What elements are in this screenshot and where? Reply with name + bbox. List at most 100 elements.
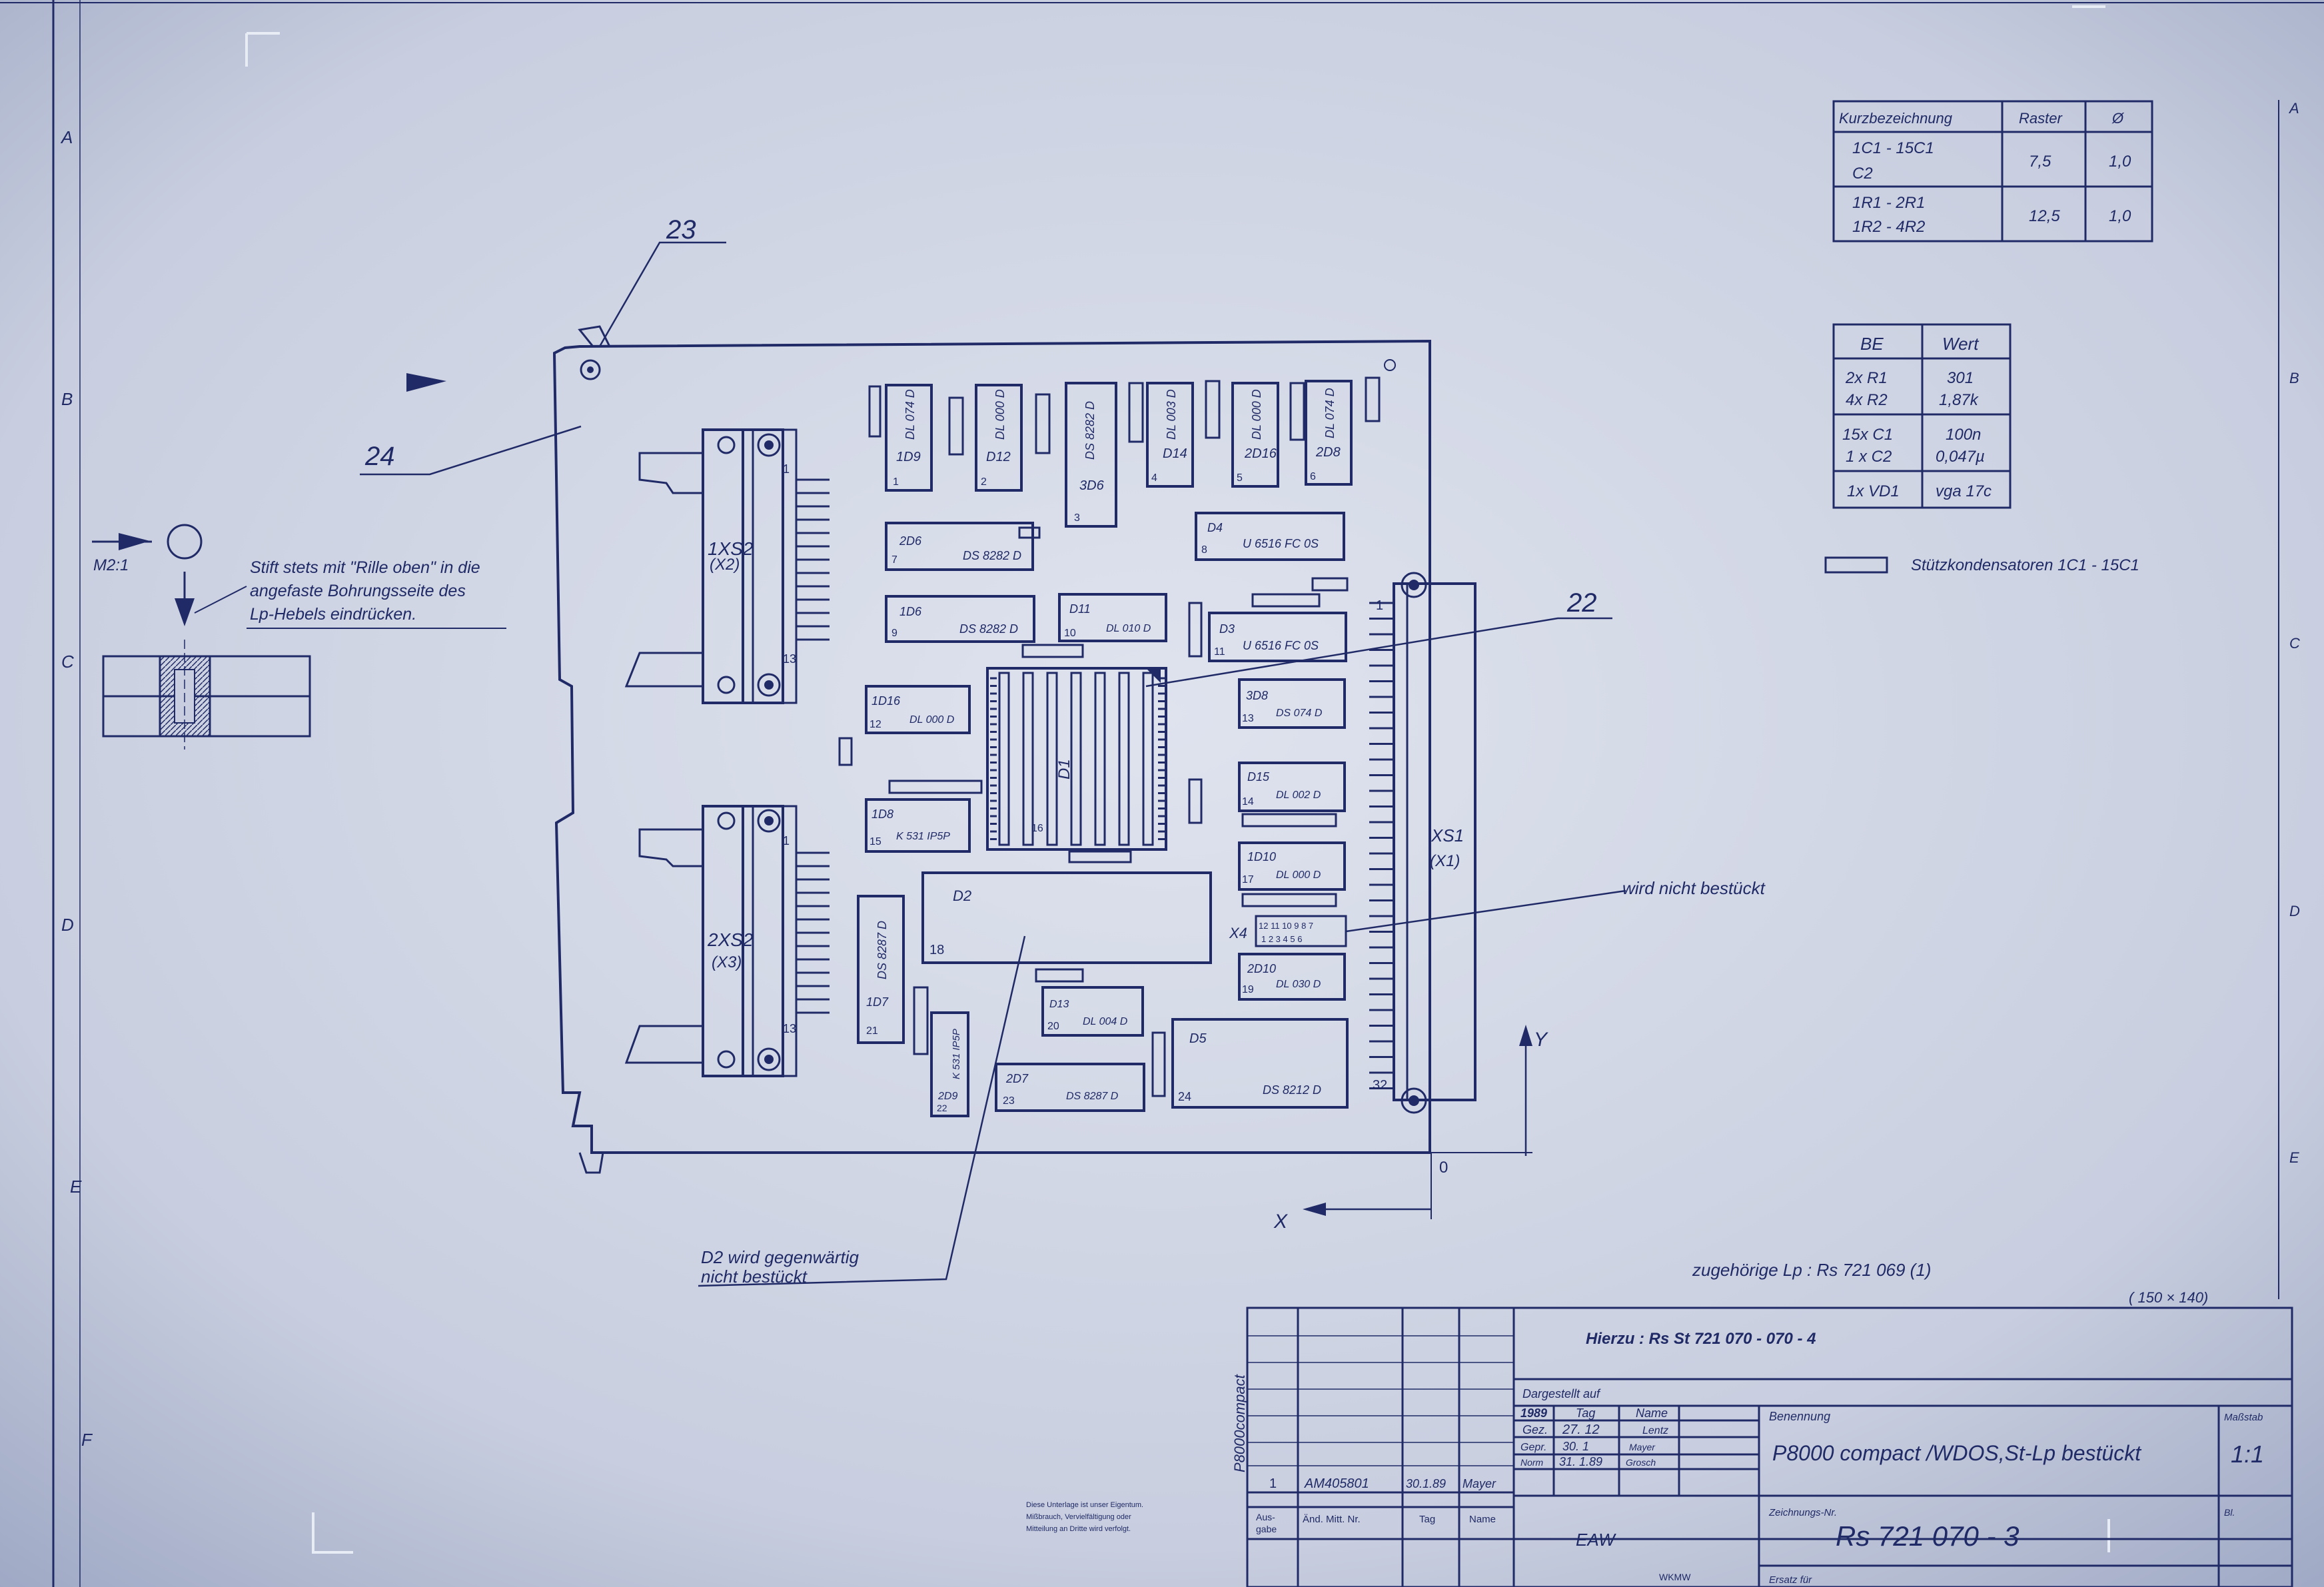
svg-text:24: 24	[364, 442, 395, 471]
svg-text:DL 000 D: DL 000 D	[909, 714, 955, 726]
svg-text:2D7: 2D7	[1005, 1072, 1029, 1085]
svg-text:D15: D15	[1247, 770, 1270, 784]
chip-3d6: DS 8282 D 3D6 3	[1065, 382, 1117, 528]
svg-text:DL 003 D: DL 003 D	[1165, 389, 1178, 440]
svg-text:13: 13	[783, 1022, 796, 1035]
svg-text:1D9: 1D9	[896, 450, 921, 464]
chip-2d10: 2D10 DL 030 D 19	[1238, 953, 1346, 1001]
svg-text:0: 0	[1439, 1159, 1448, 1177]
chip-d4: D4 U 6516 FC 0S 8	[1195, 512, 1345, 561]
chip-d12: DL 000 D D12 2	[975, 384, 1023, 492]
board-size: ( 150 × 140)	[2129, 1289, 2208, 1306]
passive-components	[838, 376, 1888, 1097]
svg-text:Name: Name	[1469, 1514, 1496, 1525]
svg-text:Norm: Norm	[1520, 1457, 1544, 1468]
svg-text:Y: Y	[1534, 1029, 1548, 1051]
svg-text:D12: D12	[986, 450, 1011, 464]
row-letters-left: A B C D E F	[60, 127, 93, 1450]
chip-1d8: 1D8 K 531 IP5P 15	[865, 798, 971, 853]
svg-text:22: 22	[1566, 588, 1597, 618]
svg-text:Ø: Ø	[2111, 110, 2125, 127]
svg-text:DS 074 D: DS 074 D	[1276, 708, 1323, 719]
svg-text:1D6: 1D6	[899, 605, 922, 618]
chip-d1: D1 16	[986, 667, 1167, 851]
xs1-pin-comb	[1369, 602, 1394, 1089]
chip-d2: D2 18	[921, 871, 1212, 964]
svg-text:31. 1.89: 31. 1.89	[1559, 1455, 1602, 1468]
svg-text:1XS2: 1XS2	[708, 538, 754, 559]
svg-text:AM405801: AM405801	[1304, 1476, 1369, 1491]
svg-text:DL 074 D: DL 074 D	[903, 389, 917, 440]
svg-text:11: 11	[1214, 646, 1225, 658]
svg-text:Mayer: Mayer	[1629, 1442, 1656, 1452]
svg-text:6: 6	[1310, 471, 1316, 482]
svg-text:1: 1	[1269, 1476, 1277, 1491]
svg-text:Maßstab: Maßstab	[2224, 1412, 2263, 1423]
svg-text:K 531 IP5P: K 531 IP5P	[896, 831, 950, 842]
svg-text:32: 32	[1373, 1078, 1387, 1093]
connector-1xs2: 1 13 1XS2 (X2)	[624, 428, 830, 704]
svg-text:D13: D13	[1049, 999, 1069, 1010]
reference-callouts: 23 24 22	[360, 215, 1612, 688]
svg-text:19: 19	[1242, 984, 1254, 995]
chip-3d8: 3D8 DS 074 D 13	[1238, 678, 1346, 729]
svg-text:Gez.: Gez.	[1522, 1423, 1548, 1436]
svg-text:100n: 100n	[1946, 426, 1981, 444]
svg-text:2D10: 2D10	[1247, 962, 1276, 975]
chip-d15: D15 DL 002 D 14	[1238, 762, 1346, 812]
svg-text:A: A	[60, 127, 73, 147]
svg-text:Grosch: Grosch	[1626, 1457, 1656, 1468]
svg-text:301: 301	[1947, 369, 1974, 387]
svg-text:D: D	[61, 915, 74, 935]
svg-text:1,87k: 1,87k	[1939, 391, 1980, 409]
svg-text:30. 1: 30. 1	[1562, 1440, 1589, 1453]
svg-text:Zeichnungs-Nr.: Zeichnungs-Nr.	[1768, 1507, 1837, 1518]
svg-text:DS 8287 D: DS 8287 D	[1066, 1091, 1119, 1102]
chip-2d8: DL 074 D 2D8 6	[1305, 380, 1353, 486]
svg-text:1: 1	[783, 462, 790, 476]
svg-text:Rs 721 070 - 3: Rs 721 070 - 3	[1836, 1520, 2020, 1552]
svg-text:27. 12: 27. 12	[1562, 1422, 1600, 1437]
svg-text:1,0: 1,0	[2109, 153, 2131, 171]
svg-text:C: C	[61, 652, 74, 672]
chip-2d7: 2D7 DS 8287 D 23	[995, 1063, 1145, 1112]
chip-d5: D5 DS 8212 D 24	[1171, 1018, 1349, 1109]
svg-text:B: B	[2289, 370, 2299, 386]
svg-text:1: 1	[1376, 598, 1383, 613]
svg-text:K 531 IP5P: K 531 IP5P	[951, 1029, 962, 1079]
svg-text:2D6: 2D6	[899, 534, 922, 548]
svg-text:D3: D3	[1219, 622, 1235, 636]
svg-text:vga 17c: vga 17c	[1936, 482, 1992, 500]
chip-d3: D3 U 6516 FC 0S 11	[1208, 612, 1347, 662]
svg-text:(X2): (X2)	[710, 556, 740, 574]
svg-text:Lentz: Lentz	[1642, 1425, 1668, 1436]
title-block: P8000compact 1 AM405801 30.1.89 Mayer Au…	[1026, 1307, 2293, 1587]
svg-text:2D16: 2D16	[1244, 446, 1277, 461]
svg-text:Hierzu : Rs St 721 070 - 0: Hierzu : Rs St 721 070 - 070 - 4	[1586, 1330, 1816, 1348]
svg-text:Bl.: Bl.	[2224, 1507, 2235, 1518]
svg-text:Tag: Tag	[1419, 1514, 1435, 1525]
svg-text:E: E	[70, 1177, 82, 1197]
svg-text:20: 20	[1047, 1021, 1059, 1032]
svg-text:1989: 1989	[1520, 1406, 1547, 1420]
svg-text:8: 8	[1201, 544, 1207, 556]
svg-text:9: 9	[891, 628, 897, 639]
svg-text:DL 010 D: DL 010 D	[1106, 623, 1151, 634]
svg-text:DL 000 D: DL 000 D	[993, 389, 1007, 440]
chip-1d6: 1D6 DS 8282 D 9	[885, 595, 1035, 643]
chip-1d16: 1D16 DL 000 D 12	[865, 685, 971, 734]
svg-text:1 x C2: 1 x C2	[1846, 448, 1892, 466]
svg-text:Ersatz für: Ersatz für	[1769, 1574, 1812, 1586]
chip-1d9: DL 074 D 1D9 1	[885, 384, 933, 492]
svg-text:7,5: 7,5	[2029, 153, 2051, 171]
jumper-x4: 12 11 10 9 8 7 1 2 3 4 5 6 X4	[1229, 915, 1347, 947]
chip-2d16: DL 000 D 2D16 5	[1231, 382, 1279, 488]
svg-text:DL 002 D: DL 002 D	[1276, 790, 1321, 801]
svg-text:P8000 compact /WDOS,St-Lp best: P8000 compact /WDOS,St-Lp bestückt	[1772, 1441, 2141, 1465]
svg-text:C2: C2	[1852, 165, 1873, 183]
connector-xs1: 1 32 XS1 (X1)	[1369, 572, 1476, 1114]
chip-d14: DL 003 D D14 4	[1146, 382, 1194, 488]
svg-text:U 6516 FC 0S: U 6516 FC 0S	[1243, 537, 1319, 550]
